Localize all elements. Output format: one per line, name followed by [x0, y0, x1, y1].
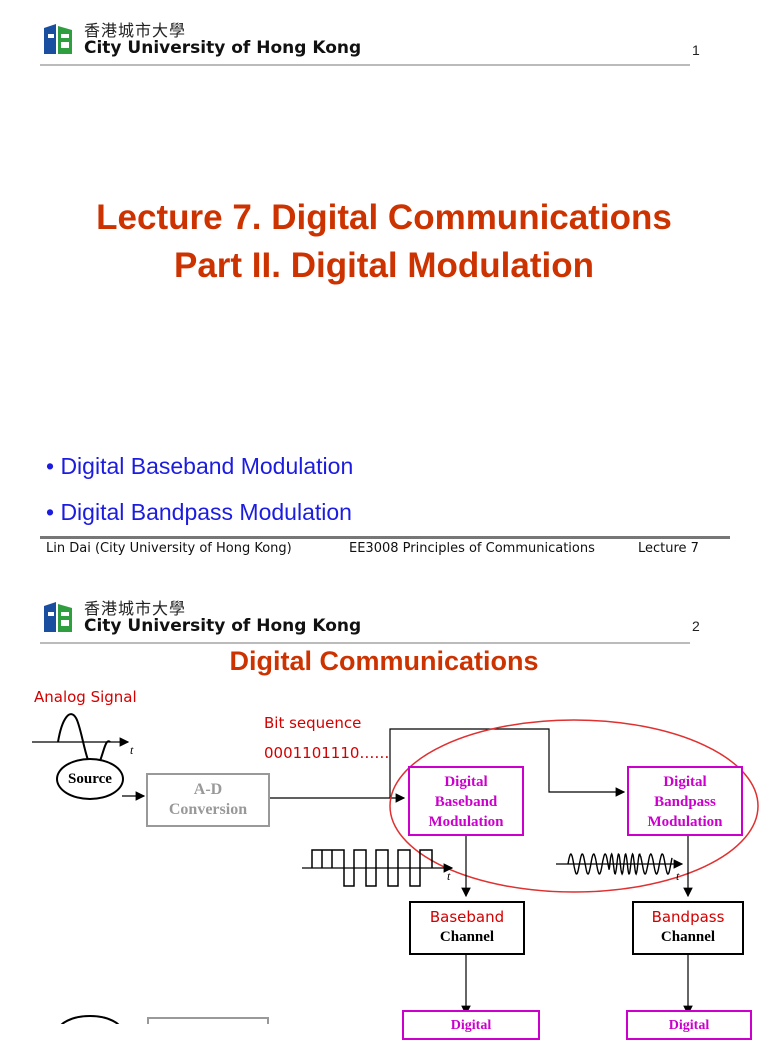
time-axis-label-baseband: t: [447, 869, 451, 883]
university-name-english: City University of Hong Kong: [84, 38, 362, 58]
page-number: 2: [692, 618, 700, 634]
header-divider: [40, 642, 690, 644]
university-name-chinese: 香港城市大學: [84, 599, 187, 618]
bottom-digital-box-left: Digital: [402, 1010, 540, 1040]
cityu-logo-icon: [44, 24, 72, 54]
bit-sequence-value: 0001101110……: [264, 744, 390, 762]
slide-1: 香港城市大學 City University of Hong Kong 1 Le…: [40, 21, 730, 556]
modulation-highlight-ellipse: [389, 719, 759, 893]
ad-conversion-box: A-D Conversion: [146, 773, 270, 827]
footer-author: Lin Dai (City University of Hong Kong): [46, 541, 292, 556]
bandpass-channel-line-2: Channel: [660, 929, 716, 945]
baseband-channel-box: Baseband Channel: [409, 901, 525, 955]
header-divider: [40, 64, 690, 66]
baseband-modulation-line-1: Digital: [444, 774, 488, 790]
bullet-baseband: • Digital Baseband Modulation: [46, 453, 354, 479]
footer-lecture: Lecture 7: [638, 541, 699, 556]
bandpass-modulation-line-3: Modulation: [647, 814, 723, 830]
ad-conversion-line-1: A-D: [193, 781, 223, 798]
baseband-square-wave: [302, 849, 454, 887]
lecture-title-line-2: Part II. Digital Modulation: [174, 246, 594, 285]
slide-2: 香港城市大學 City University of Hong Kong 2 Di…: [0, 578, 768, 1040]
bandpass-channel-line-1: Bandpass: [651, 908, 725, 926]
cityu-logo-icon: [44, 602, 72, 632]
time-axis-label-bandpass: t: [676, 869, 680, 883]
time-axis-label-analog: t: [130, 743, 134, 757]
footer-course: EE3008 Principles of Communications: [349, 541, 595, 556]
university-name-chinese: 香港城市大學: [84, 21, 187, 40]
bandpass-modulation-box: Digital Bandpass Modulation: [627, 766, 743, 836]
bit-sequence-label: Bit sequence: [264, 714, 362, 732]
bandpass-modulation-line-1: Digital: [663, 774, 707, 790]
analog-signal-waveform: [32, 713, 130, 770]
bottom-digital-box-right: Digital: [626, 1010, 752, 1040]
baseband-channel-line-1: Baseband: [429, 908, 505, 926]
page-number: 1: [692, 42, 700, 58]
baseband-channel-line-2: Channel: [439, 929, 495, 945]
bottom-digital-box-right-label: Digital: [668, 1018, 710, 1033]
baseband-modulation-box: Digital Baseband Modulation: [408, 766, 524, 836]
communication-diagram: t t t: [32, 713, 759, 1024]
analog-signal-label: Analog Signal: [34, 688, 137, 706]
bottom-digital-box-left-label: Digital: [450, 1018, 492, 1033]
ad-conversion-line-2: Conversion: [168, 801, 248, 818]
bullet-bandpass: • Digital Bandpass Modulation: [46, 499, 352, 525]
source-node: Source: [56, 758, 124, 800]
baseband-modulation-line-2: Baseband: [434, 794, 498, 810]
bandpass-modulation-line-2: Bandpass: [654, 794, 716, 810]
bandpass-oscillating-wave: [556, 852, 684, 876]
footer-divider: [40, 536, 730, 539]
bandpass-channel-box: Bandpass Channel: [632, 901, 744, 955]
lecture-title-line-1: Lecture 7. Digital Communications: [96, 198, 672, 237]
slide-title: Digital Communications: [229, 646, 539, 676]
university-name-english: City University of Hong Kong: [84, 616, 362, 636]
baseband-modulation-line-3: Modulation: [428, 814, 504, 830]
